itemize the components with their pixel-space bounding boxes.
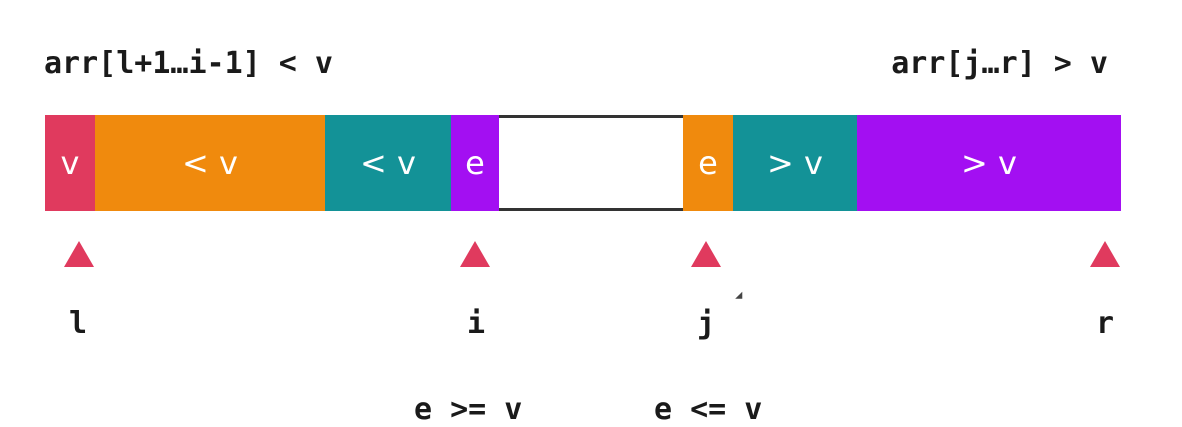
condition-i: e >= v [414,392,523,427]
segment-e-right: e [683,115,733,211]
array-bar: v < v < v e e > v > v [45,115,1121,211]
segment-greater-teal: > v [733,115,857,211]
right-range-label: arr[j…r] > v [891,46,1108,81]
segment-less-teal: < v [325,115,451,211]
segment-unprocessed [499,115,683,211]
pointer-r-label: r [1095,306,1115,341]
mouse-cursor-icon [735,291,746,303]
pointer-i-triangle-icon [460,241,490,267]
pointer-r-triangle-icon [1090,241,1120,267]
pointer-i-label: i [466,306,486,341]
pointer-j-label: j [696,306,716,341]
left-range-label: arr[l+1…i-1] < v [44,46,333,81]
segment-e-left: e [451,115,499,211]
pointer-l-triangle-icon [64,241,94,267]
segment-pivot: v [45,115,95,211]
pointer-l-label: l [68,306,88,341]
pointer-j-triangle-icon [691,241,721,267]
segment-less-orange: < v [95,115,325,211]
condition-j: e <= v [654,392,763,427]
segment-greater-purple: > v [857,115,1121,211]
